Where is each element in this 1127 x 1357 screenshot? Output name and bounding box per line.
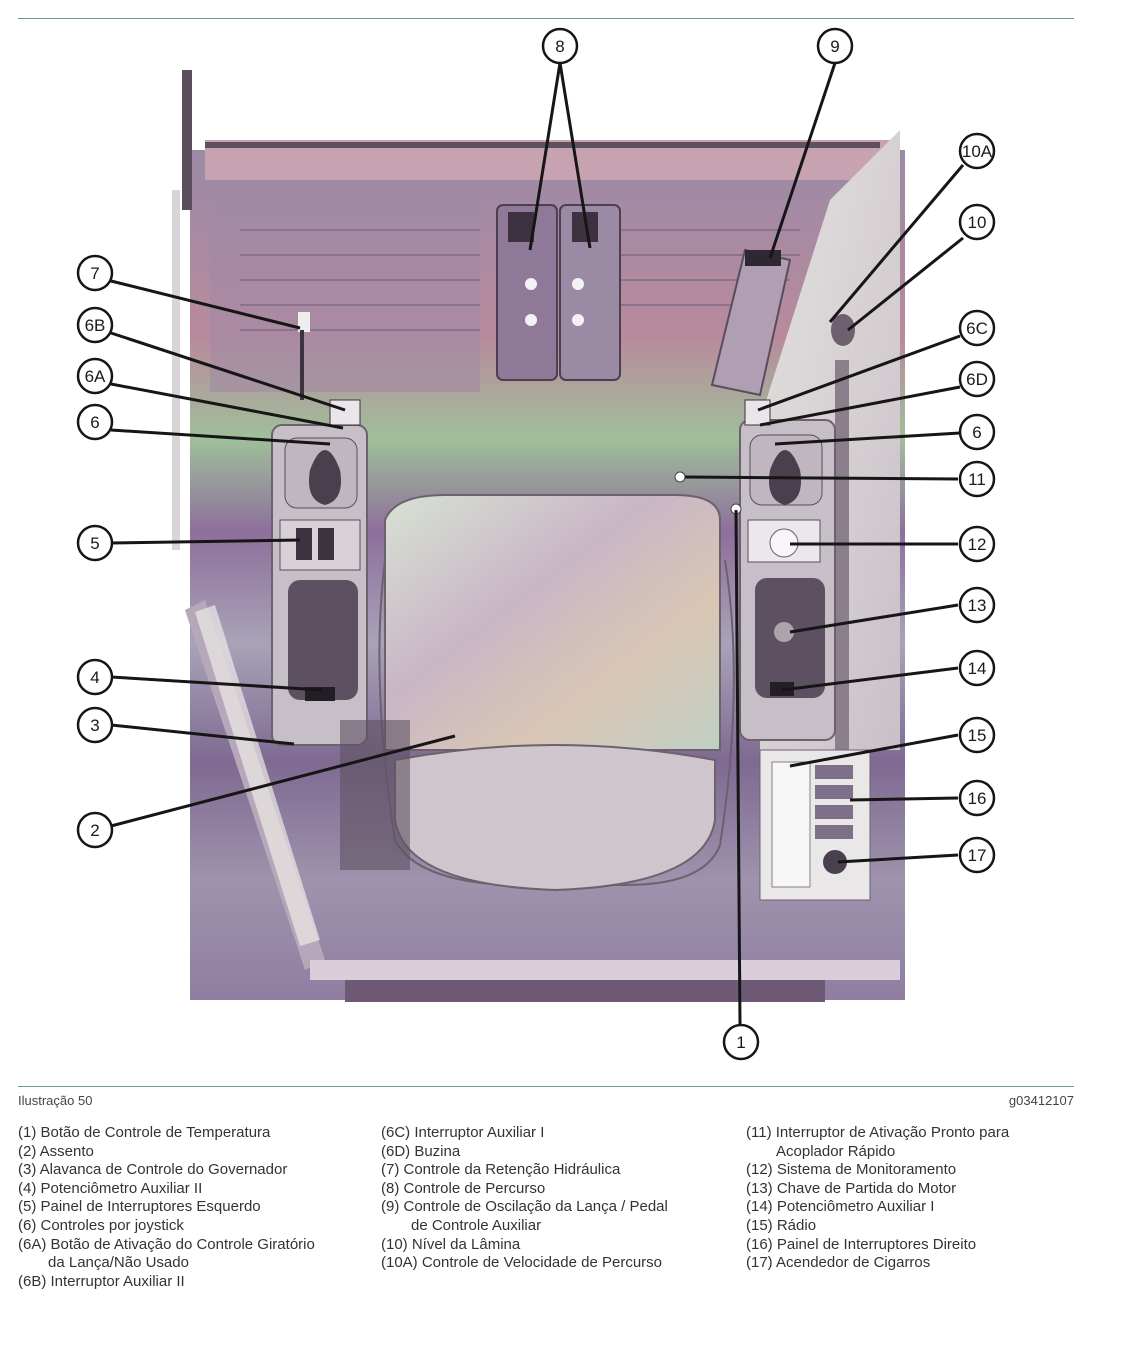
left-console	[271, 312, 368, 746]
legend-item: (7) Controle da Retenção Hidráulica	[381, 1161, 621, 1179]
legend-item: (6A) Botão de Ativação do Controle Girat…	[18, 1235, 315, 1253]
callout-label: 15	[968, 726, 987, 745]
legend-item: (6) Controles por joystick	[18, 1216, 184, 1234]
callout-label: 6C	[966, 319, 988, 338]
callout-label: 10	[968, 213, 987, 232]
legend-item: (16) Painel de Interruptores Direito	[746, 1235, 977, 1253]
legend-column-1: (1) Botão de Controle de Temperatura(2) …	[18, 1124, 315, 1291]
legend-item: Acoplador Rápido	[776, 1142, 896, 1160]
callout-label: 17	[968, 846, 987, 865]
cab-interior-illustration: 8 9 10A 10 7 6B 6A 6 6C 6D 6 11 5 12 13 4 14 3 15 16 2 17 1	[76, 27, 996, 1061]
callout-6c: 6C	[958, 309, 996, 347]
callout-label: 10A	[962, 142, 993, 161]
legend-item: (10A) Controle de Velocidade de Percurso	[381, 1254, 663, 1272]
legend-item: (5) Painel de Interruptores Esquerdo	[18, 1198, 261, 1216]
callout-2: 2	[76, 811, 114, 849]
travel-pedals	[496, 204, 621, 381]
callout-label: 14	[968, 659, 987, 678]
legend-item: (1) Botão de Controle de Temperatura	[18, 1124, 271, 1141]
legend-item: (3) Alavanca de Controle do Governador	[18, 1161, 288, 1179]
legend-item: (6C) Interruptor Auxiliar I	[381, 1124, 545, 1141]
callout-3: 3	[76, 706, 114, 744]
callout-label: 2	[90, 821, 99, 840]
callout-label: 6A	[85, 367, 106, 386]
caption-rule	[18, 1086, 1074, 1087]
figure-code: g03412107	[1008, 1093, 1074, 1108]
callout-label: 16	[968, 789, 987, 808]
legend-item: da Lança/Não Usado	[48, 1254, 189, 1272]
callout-label: 6B	[85, 316, 106, 335]
callout-7: 7	[76, 254, 114, 292]
callout-leader-lines	[110, 62, 965, 1026]
legend-item: (13) Chave de Partida do Motor	[746, 1179, 957, 1197]
callout-label: 7	[90, 264, 99, 283]
callout-6: 6	[76, 403, 114, 441]
legend-item: (4) Potenciômetro Auxiliar II	[18, 1179, 203, 1197]
top-rule	[18, 18, 1074, 19]
legend-column-3: (11) Interruptor de Ativação Pronto para…	[746, 1124, 1009, 1273]
callout-label: 9	[830, 37, 839, 56]
callout-6d: 6D	[958, 360, 996, 398]
operator-seat	[340, 494, 735, 892]
legend-item: (8) Controle de Percurso	[381, 1179, 546, 1197]
callout-16: 16	[958, 779, 996, 817]
callout-5: 5	[76, 524, 114, 562]
callout-label: 11	[968, 470, 986, 489]
callout-6: 6	[958, 413, 996, 451]
callout-6b: 6B	[76, 306, 114, 344]
callout-label: 13	[968, 596, 987, 615]
legend-item: (2) Assento	[18, 1142, 94, 1160]
callout-10: 10	[958, 203, 996, 241]
callout-14: 14	[958, 649, 996, 687]
radio-and-switch-panel	[759, 749, 871, 901]
callout-11: 11	[958, 460, 996, 498]
callout-6a: 6A	[76, 357, 114, 395]
callout-label: 1	[736, 1033, 745, 1052]
legend-item: (10) Nível da Lâmina	[381, 1235, 521, 1253]
legend-item: de Controle Auxiliar	[411, 1216, 542, 1234]
figure-label: Ilustração 50	[18, 1093, 93, 1108]
callout-label: 5	[90, 534, 99, 553]
legend-item: (9) Controle de Oscilação da Lança / Ped…	[381, 1198, 668, 1216]
legend-item: (12) Sistema de Monitoramento	[746, 1161, 957, 1179]
callout-4: 4	[76, 658, 114, 696]
callout-12: 12	[958, 525, 996, 563]
legend-item: (17) Acendedor de Cigarros	[746, 1254, 931, 1272]
callout-8: 8	[541, 27, 579, 65]
callout-label: 8	[555, 37, 564, 56]
legend-column-2: (6C) Interruptor Auxiliar I(6D) Buzina(7…	[381, 1124, 668, 1273]
callout-17: 17	[958, 836, 996, 874]
callout-label: 3	[90, 716, 99, 735]
callout-13: 13	[958, 586, 996, 624]
legend-item: (15) Rádio	[746, 1216, 817, 1234]
callout-1: 1	[722, 1023, 760, 1061]
callout-markers: 8 9 10A 10 7 6B 6A 6 6C 6D 6 11 5 12 13 4 14 3 15 16 2 17 1	[76, 27, 996, 1061]
callout-9: 9	[816, 27, 854, 65]
callout-label: 6	[90, 413, 99, 432]
legend-item: (6B) Interruptor Auxiliar II	[18, 1272, 185, 1290]
legend-item: (11) Interruptor de Ativação Pronto para	[746, 1124, 1010, 1141]
callout-label: 6	[972, 423, 981, 442]
callout-15: 15	[958, 716, 996, 754]
callout-10a: 10A	[958, 132, 996, 170]
legend-item: (6D) Buzina	[381, 1142, 461, 1160]
callout-label: 4	[90, 668, 99, 687]
legend-item: (14) Potenciômetro Auxiliar I	[746, 1198, 935, 1216]
callout-label: 6D	[966, 370, 988, 389]
callout-label: 12	[968, 535, 987, 554]
